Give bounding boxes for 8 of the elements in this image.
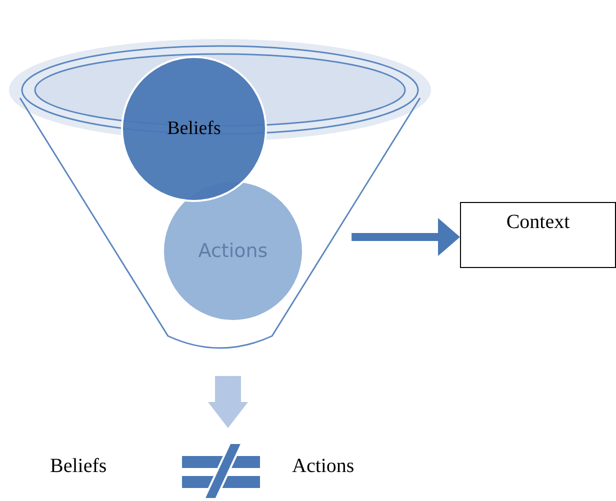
text-label: Actions bbox=[292, 455, 354, 478]
text-label: Beliefs bbox=[50, 455, 107, 478]
arrow bbox=[352, 218, 460, 256]
context-box bbox=[460, 202, 616, 268]
arrow bbox=[208, 376, 248, 428]
node-label: Context bbox=[506, 211, 570, 235]
node-label: Beliefs bbox=[167, 118, 221, 140]
node-label: Actions bbox=[198, 240, 268, 262]
